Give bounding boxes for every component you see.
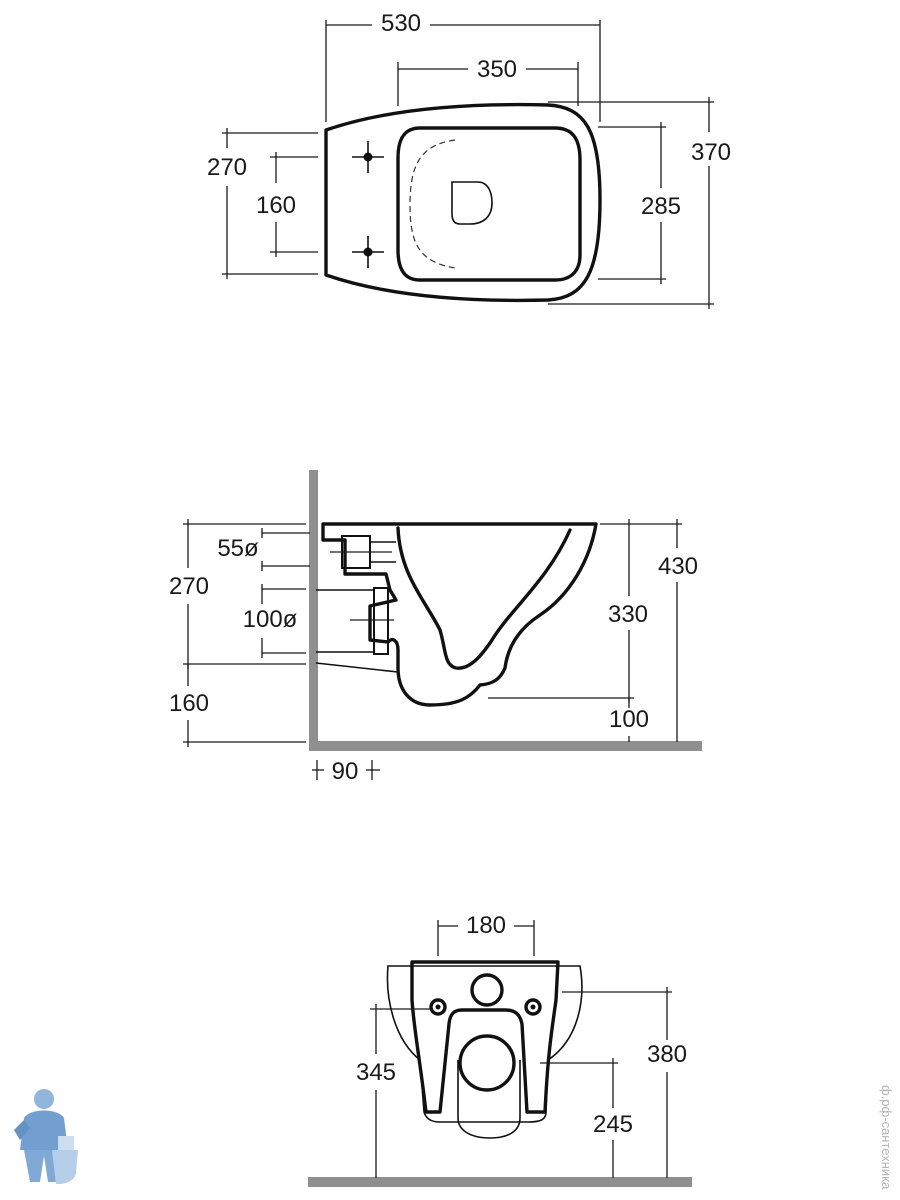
dim-180: 180 <box>466 912 506 939</box>
rear-view-body <box>410 960 560 1114</box>
dim-350: 350 <box>477 56 517 83</box>
dim-100-diameter: 100ø <box>243 606 298 633</box>
watermark-text: ф.рф-сантехника <box>879 1085 894 1190</box>
inlet-circle <box>470 973 504 1007</box>
top-view-bowl-dashed <box>409 139 456 269</box>
top-view-bowl-outline <box>324 102 602 303</box>
dim-345: 345 <box>356 1059 396 1086</box>
dim-330: 330 <box>608 601 648 628</box>
bolt-hole-icon <box>352 141 384 173</box>
dim-55-diameter: 55ø <box>217 535 259 562</box>
wall <box>309 470 318 751</box>
rear-view: 180 345 380 245 <box>308 912 692 1187</box>
dim-100-side: 100 <box>609 706 649 733</box>
floor <box>309 741 702 751</box>
outlet-pipe <box>373 587 389 655</box>
bolt-hole-icon <box>524 998 542 1016</box>
dim-430: 430 <box>658 553 698 580</box>
dim-270-top: 270 <box>207 154 247 181</box>
rear-view-outline <box>386 965 583 1123</box>
dim-285: 285 <box>641 193 681 220</box>
dim-90: 90 <box>332 758 359 785</box>
dim-530: 530 <box>381 10 421 37</box>
dim-160-side: 160 <box>169 690 209 717</box>
dim-370: 370 <box>691 139 731 166</box>
rear-floor <box>308 1177 692 1187</box>
side-view-body <box>321 522 598 707</box>
top-view-outlet <box>451 181 493 225</box>
dim-270-side: 270 <box>169 573 209 600</box>
top-view-inner-rim <box>396 126 582 282</box>
dim-160-top: 160 <box>256 192 296 219</box>
side-view-bowl-inner <box>396 526 572 670</box>
plumber-logo <box>14 1089 78 1184</box>
side-view: 55ø 100ø 270 160 90 330 100 <box>169 470 702 785</box>
bolt-hole-icon <box>429 998 447 1016</box>
outlet-circle <box>458 1034 516 1092</box>
dim-245: 245 <box>593 1111 633 1138</box>
rear-view-pedestal <box>457 1060 521 1139</box>
dim-380: 380 <box>647 1041 687 1068</box>
top-view: 530 350 270 160 285 370 <box>207 10 731 309</box>
bolt-hole-icon <box>352 236 384 268</box>
